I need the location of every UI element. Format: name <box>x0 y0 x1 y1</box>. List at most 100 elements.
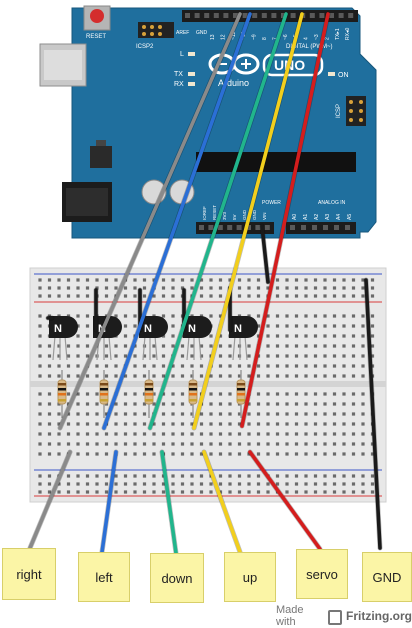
breadboard-hole <box>351 402 356 406</box>
breadboard-hole <box>247 432 251 436</box>
breadboard-hole <box>85 286 90 290</box>
breadboard-hole <box>323 442 327 446</box>
breadboard-hole <box>275 344 280 348</box>
breadboard-hole <box>370 334 375 338</box>
breadboard-hole <box>123 334 128 338</box>
breadboard-hole <box>152 294 156 298</box>
breadboard-hole <box>361 294 365 298</box>
breadboard-hole <box>47 490 52 494</box>
digital-pin-label: 13 <box>210 34 216 40</box>
breadboard-hole <box>133 490 137 494</box>
breadboard-hole <box>123 294 128 298</box>
breadboard-hole <box>152 392 156 396</box>
breadboard-hole <box>266 402 270 406</box>
breadboard-hole <box>47 286 52 290</box>
digital-pin-label: TX▸1 <box>335 28 341 40</box>
power-pin-label: 3V3 <box>222 211 227 220</box>
breadboard-hole <box>247 278 251 282</box>
breadboard-hole <box>323 294 327 298</box>
breadboard-hole <box>47 482 52 486</box>
breadboard-hole <box>294 452 299 456</box>
breadboard-hole <box>342 324 346 328</box>
breadboard-hole <box>38 324 42 328</box>
reset-button[interactable] <box>90 9 104 23</box>
breadboard-hole <box>199 452 204 456</box>
breadboard-hole <box>370 364 375 368</box>
label-gnd-text: GND <box>372 569 402 585</box>
icsp-header <box>346 96 366 126</box>
breadboard-hole <box>247 402 251 406</box>
breadboard-hole <box>351 314 356 318</box>
breadboard-hole <box>76 324 80 328</box>
breadboard-hole <box>66 286 71 290</box>
breadboard-hole <box>38 334 42 338</box>
breadboard-hole <box>361 402 365 406</box>
breadboard-hole <box>133 422 137 426</box>
breadboard-hole <box>275 474 280 478</box>
breadboard-hole <box>190 482 194 486</box>
breadboard-hole <box>38 412 42 416</box>
breadboard-hole <box>237 294 242 298</box>
breadboard-hole <box>247 314 251 318</box>
breadboard-hole <box>351 490 356 494</box>
breadboard-hole <box>361 422 365 426</box>
breadboard-hole <box>161 344 166 348</box>
breadboard-hole <box>38 344 42 348</box>
breadboard-hole <box>114 474 118 478</box>
header-pin <box>255 225 261 230</box>
breadboard-hole <box>66 412 71 416</box>
breadboard-hole <box>66 490 71 494</box>
breadboard-hole <box>85 402 90 406</box>
breadboard-hole <box>85 482 90 486</box>
breadboard-hole <box>294 344 299 348</box>
breadboard-hole <box>218 422 223 426</box>
breadboard-hole <box>313 452 318 456</box>
breadboard-hole <box>171 490 175 494</box>
breadboard-hole <box>313 278 318 282</box>
breadboard-hole <box>342 364 346 368</box>
breadboard-hole <box>190 422 194 426</box>
resistor <box>144 370 154 418</box>
breadboard-hole <box>332 422 337 426</box>
label-servo-text: servo <box>306 566 338 582</box>
breadboard-hole <box>256 334 261 338</box>
breadboard-hole <box>332 490 337 494</box>
breadboard-hole <box>361 278 365 282</box>
voltage-regulator <box>90 146 112 168</box>
power-pin-label: 5V <box>232 214 237 220</box>
breadboard-hole <box>104 344 109 348</box>
breadboard-hole <box>47 364 52 368</box>
breadboard-hole <box>152 364 156 368</box>
breadboard-hole <box>171 334 175 338</box>
breadboard-hole <box>76 482 80 486</box>
breadboard-hole <box>161 374 166 378</box>
breadboard-hole <box>161 314 166 318</box>
breadboard-hole <box>285 354 289 358</box>
breadboard-hole <box>351 412 356 416</box>
breadboard-hole <box>180 432 185 436</box>
breadboard-hole <box>313 324 318 328</box>
breadboard-hole <box>133 452 137 456</box>
breadboard-hole <box>266 422 270 426</box>
breadboard-hole <box>123 314 128 318</box>
breadboard-hole <box>351 432 356 436</box>
breadboard-hole <box>85 324 90 328</box>
breadboard-hole <box>247 474 251 478</box>
credit-brand[interactable]: Fritzing.org <box>346 609 412 623</box>
breadboard-hole <box>266 432 270 436</box>
breadboard-hole <box>304 344 308 348</box>
breadboard-hole <box>256 294 261 298</box>
breadboard-hole <box>228 392 232 396</box>
breadboard-hole <box>133 412 137 416</box>
breadboard-hole <box>47 344 52 348</box>
breadboard-hole <box>285 324 289 328</box>
breadboard-hole <box>95 422 99 426</box>
header-pin <box>185 13 190 18</box>
breadboard-hole <box>332 412 337 416</box>
breadboard-hole <box>370 324 375 328</box>
breadboard-hole <box>285 482 289 486</box>
breadboard-hole <box>247 490 251 494</box>
breadboard-hole <box>342 402 346 406</box>
breadboard-hole <box>342 314 346 318</box>
breadboard-hole <box>180 286 185 290</box>
